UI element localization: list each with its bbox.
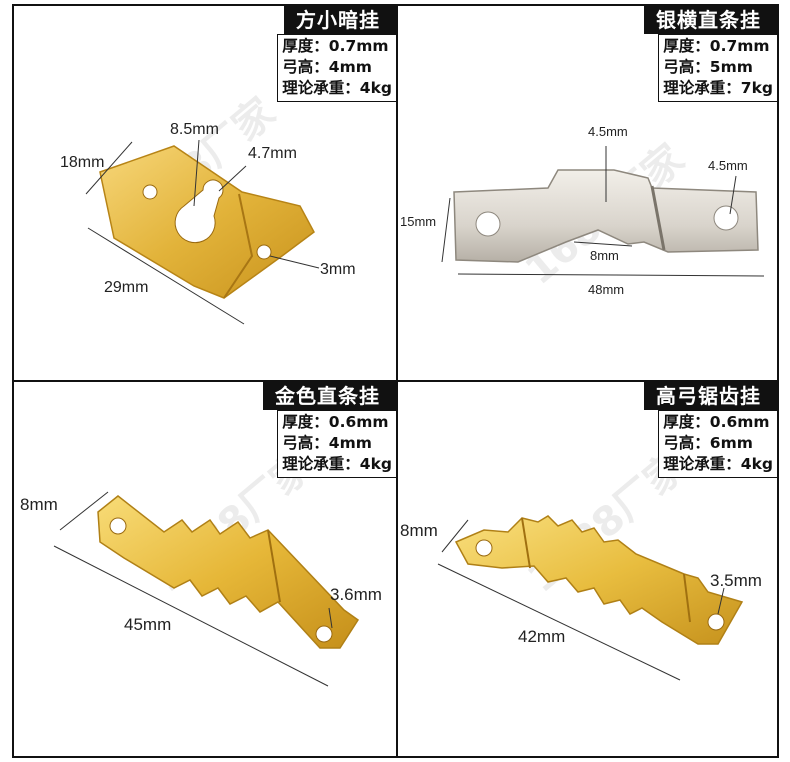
dim-hole: 3.5mm xyxy=(710,571,762,590)
spec-arch-height: 弓高：5mm xyxy=(663,58,753,76)
dim-width: 8mm xyxy=(20,495,58,514)
spec-thickness: 厚度：0.7mm xyxy=(282,37,389,55)
hanger-strip xyxy=(453,169,759,263)
panel-title: 银横直条挂 xyxy=(644,6,777,34)
panel-title: 方小暗挂 xyxy=(284,6,396,34)
dim-width: 8mm xyxy=(400,521,438,540)
dim-hole-width: 8.5mm xyxy=(170,121,219,138)
spec-thickness: 厚度：0.6mm xyxy=(282,413,389,431)
dim-height: 15mm xyxy=(400,214,436,229)
square-hanger-illustration: 1688厂家 18mm 8.5mm 4.7mm 3mm 29mm xyxy=(60,89,356,325)
spec-thickness: 厚度：0.7mm xyxy=(663,37,770,55)
panel-silver-strip-hanger: 1688厂家 4.5mm 4.5mm 15mm 8mm 48mm 银横直条挂 厚… xyxy=(396,4,779,382)
spec-arch-height: 弓高：4mm xyxy=(282,434,372,452)
spec-load: 理论承重：4kg xyxy=(663,455,773,473)
dim-keyhole: 4.7mm xyxy=(248,145,297,162)
dim-length: 48mm xyxy=(588,282,624,297)
panel-gold-strip-hanger: 1688厂家 8mm 3.6mm 45mm 金色直条挂 厚度：0.6mm 弓高：… xyxy=(12,380,398,758)
spec-list: 厚度：0.7mm 弓高：5mm 理论承重：7kg xyxy=(658,34,777,102)
dim-small-hole: 3mm xyxy=(320,261,356,278)
spec-thickness: 厚度：0.6mm xyxy=(663,413,770,431)
spec-load: 理论承重：7kg xyxy=(663,79,773,97)
dim-gap: 8mm xyxy=(590,248,619,263)
spec-load: 理论承重：4kg xyxy=(282,455,392,473)
spec-list: 厚度：0.7mm 弓高：4mm 理论承重：4kg xyxy=(277,34,396,102)
spec-list: 厚度：0.6mm 弓高：4mm 理论承重：4kg xyxy=(277,410,396,478)
dim-length: 29mm xyxy=(104,279,148,296)
panel-high-arch-sawtooth-hanger: 1688厂家 8mm 3.5mm 42mm 高弓锯齿挂 厚度：0.6mm 弓高：… xyxy=(396,380,779,758)
spec-load: 理论承重：4kg xyxy=(282,79,392,97)
high-arch-sawtooth-illustration: 1688厂家 8mm 3.5mm 42mm xyxy=(400,444,762,681)
dim-hole: 3.6mm xyxy=(330,585,382,604)
spec-arch-height: 弓高：4mm xyxy=(282,58,372,76)
dim-height: 18mm xyxy=(60,154,104,171)
dim-bridge: 4.5mm xyxy=(588,124,628,139)
panel-title: 金色直条挂 xyxy=(263,382,396,410)
spec-list: 厚度：0.6mm 弓高：6mm 理论承重：4kg xyxy=(658,410,777,478)
panel-square-hanger: 1688厂家 18mm 8.5mm 4.7mm 3mm 29mm 方小暗挂 厚度… xyxy=(12,4,398,382)
sawtooth-strip xyxy=(97,495,360,649)
silver-strip-illustration: 1688厂家 4.5mm 4.5mm 15mm 8mm 48mm xyxy=(400,124,765,297)
dim-length: 45mm xyxy=(124,615,171,634)
dim-hole: 4.5mm xyxy=(708,158,748,173)
spec-arch-height: 弓高：6mm xyxy=(663,434,753,452)
high-arch-strip xyxy=(454,515,744,645)
dim-length: 42mm xyxy=(518,627,565,646)
panel-title: 高弓锯齿挂 xyxy=(644,382,777,410)
